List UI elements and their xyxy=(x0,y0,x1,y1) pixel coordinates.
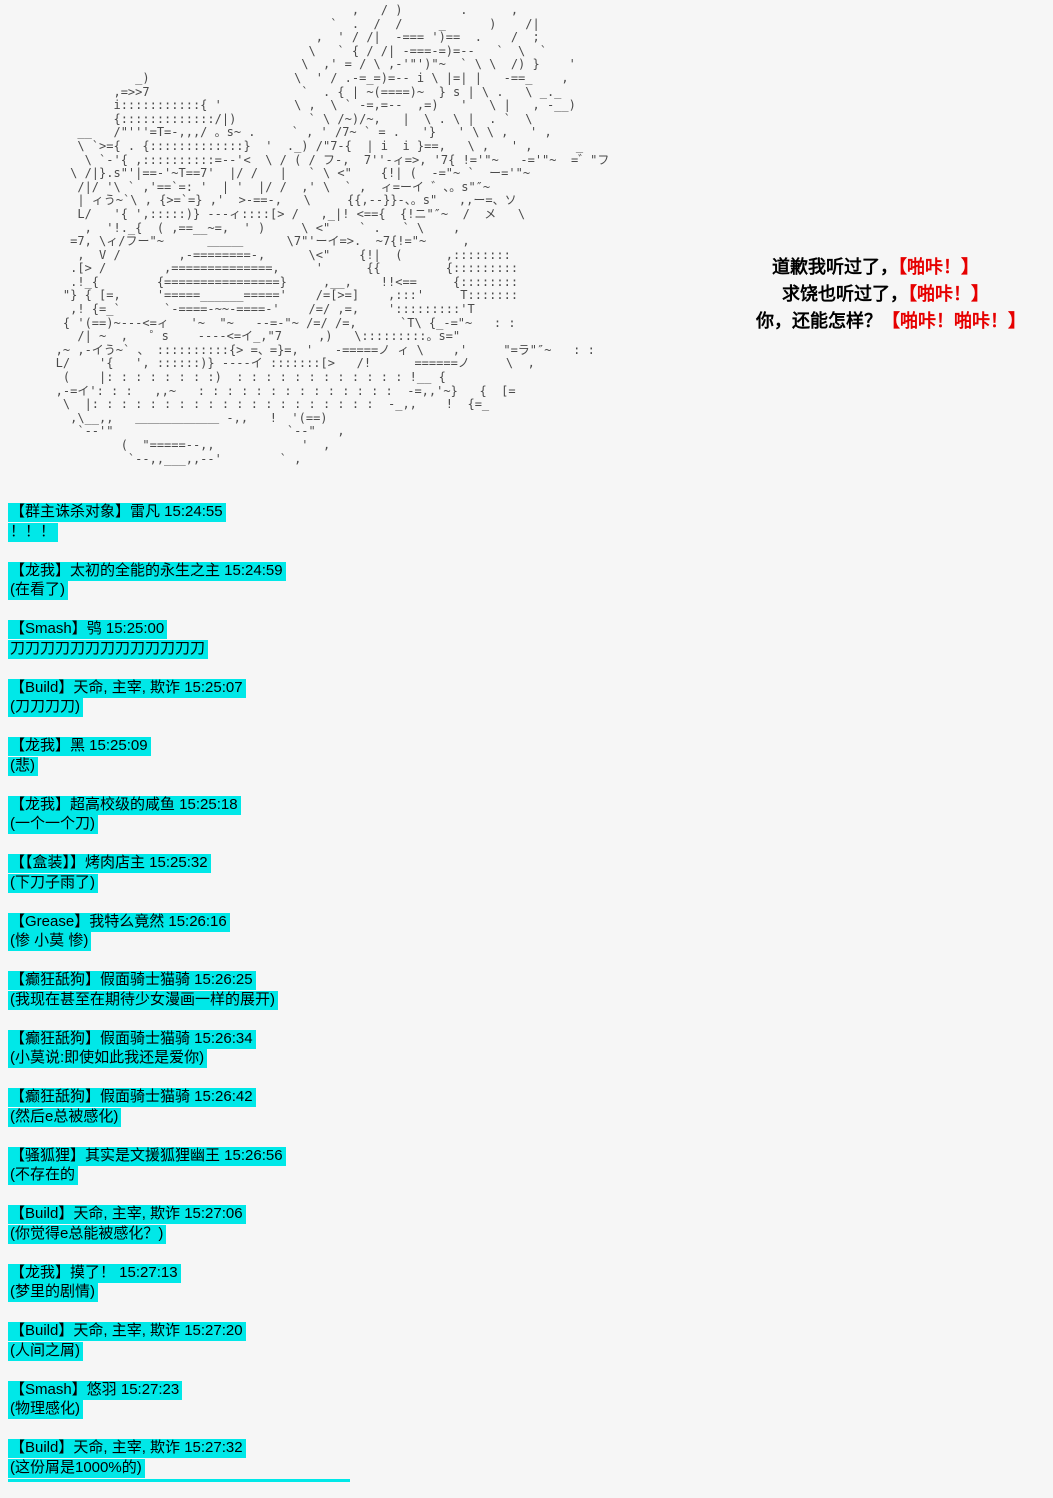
message-header: 【Build】天命, 主宰, 欺诈 15:27:06 xyxy=(8,1205,246,1224)
message-body: (小莫说:即使如此我还是爱你) xyxy=(8,1049,208,1068)
message-body: (然后e总被感化) xyxy=(8,1107,122,1127)
message-body: (人间之屑) xyxy=(8,1341,83,1361)
chat-message: 【Build】天命, 主宰, 欺诈 15:27:20 (人间之屑) xyxy=(8,1322,286,1361)
chat-message: 【龙我】太初的全能的永生之主 15:24:59 (在看了) xyxy=(8,561,286,601)
message-header: 【龙我】太初的全能的永生之主 15:24:59 xyxy=(8,561,286,581)
chat-message: 【Build】天命, 主宰, 欺诈 15:27:06 (你觉得e总能被感化？) xyxy=(8,1205,286,1244)
message-body: (不存在的 xyxy=(8,1166,78,1185)
message-header: 【Build】天命, 主宰, 欺诈 15:27:20 xyxy=(8,1322,246,1341)
dialogue-text: 你，还能怎样？ xyxy=(756,311,882,331)
chat-message: 【癫狂舐狗】假面骑士猫骑 15:26:42 (然后e总被感化) xyxy=(8,1088,286,1127)
dialogue-text: 求饶也听过了， xyxy=(782,284,908,304)
message-body: (惨 小莫 惨) xyxy=(8,932,92,951)
message-header: 【龙我】黑 15:25:09 xyxy=(8,737,151,756)
message-body: (刀刀刀刀) xyxy=(8,698,83,717)
dialogue-text: 道歉我听过了， xyxy=(772,257,898,277)
chat-message: 【Grease】我特么竟然 15:26:16 (惨 小莫 惨) xyxy=(8,912,286,952)
message-header: 【Build】天命, 主宰, 欺诈 15:27:32 xyxy=(8,1439,246,1458)
chat-message: 【Smash】悠羽 15:27:23 (物理感化) xyxy=(8,1380,286,1420)
message-header: 【癫狂舐狗】假面骑士猫骑 15:26:34 xyxy=(8,1029,256,1049)
chat-message: 【Build】天命, 主宰, 欺诈 15:27:32 (这份屑是1000%的) xyxy=(8,1439,286,1478)
message-header: 【【盒装】】烤肉店主 15:25:32 xyxy=(8,854,211,873)
message-header: 【Build】天命, 主宰, 欺诈 15:25:07 xyxy=(8,678,246,698)
chat-log: 【群主诛杀对象】雷凡 15:24:55 ！！！ 【龙我】太初的全能的永生之主 1… xyxy=(8,503,286,1498)
message-body: (我现在甚至在期待少女漫画一样的展开) xyxy=(8,990,278,1010)
message-body: (在看了) xyxy=(8,581,68,600)
message-body: (这份屑是1000%的) xyxy=(8,1458,145,1478)
dialogue-block: 道歉我听过了，【啪咔！】 求饶也听过了，【啪咔！】 你，还能怎样？【啪咔！啪咔！… xyxy=(756,254,1052,335)
message-header: 【Smash】鸮 15:25:00 xyxy=(8,620,168,639)
chat-message: 【群主诛杀对象】雷凡 15:24:55 ！！！ xyxy=(8,503,286,542)
chat-message: 【【盒装】】烤肉店主 15:25:32 (下刀子雨了) xyxy=(8,854,286,893)
message-body: (悲) xyxy=(8,756,38,776)
chat-message: 【Build】天命, 主宰, 欺诈 15:25:07 (刀刀刀刀) xyxy=(8,678,286,718)
dialogue-line: 你，还能怎样？【啪咔！啪咔！】 xyxy=(756,308,1052,335)
message-body: (梦里的剧情) xyxy=(8,1283,98,1302)
message-header: 【癫狂舐狗】假面骑士猫骑 15:26:25 xyxy=(8,971,256,990)
chat-message: 【龙我】超高校级的咸鱼 15:25:18 (一个一个刀) xyxy=(8,795,286,835)
message-body: (你觉得e总能被感化？) xyxy=(8,1224,167,1244)
dialogue-shout: 【啪咔！啪咔！】 xyxy=(882,311,1026,331)
message-body: 刀刀刀刀刀刀刀刀刀刀刀刀刀 xyxy=(8,639,209,659)
message-header: 【骚狐狸】其实是文援狐狸幽王 15:26:56 xyxy=(8,1146,286,1166)
chat-message: 【骚狐狸】其实是文援狐狸幽王 15:26:56 (不存在的 xyxy=(8,1146,286,1186)
dialogue-line: 道歉我听过了，【啪咔！】 xyxy=(772,254,1052,281)
message-body: (一个一个刀) xyxy=(8,815,98,834)
dialogue-shout: 【啪咔！】 xyxy=(898,257,979,277)
chat-message: 【龙我】摸了！ 15:27:13 (梦里的剧情) xyxy=(8,1263,286,1303)
dialogue-line: 求饶也听过了，【啪咔！】 xyxy=(782,281,1052,308)
message-header: 【龙我】摸了！ 15:27:13 xyxy=(8,1263,181,1283)
chat-message: 【癫狂舐狗】假面骑士猫骑 15:26:34 (小莫说:即使如此我还是爱你) xyxy=(8,1029,286,1069)
ascii-art: , / ) . , ` . / / _ ) /| , ' / /| -=== '… xyxy=(55,3,610,466)
message-body: ！！！ xyxy=(8,522,59,542)
message-header: 【龙我】超高校级的咸鱼 15:25:18 xyxy=(8,795,241,815)
message-body: (物理感化) xyxy=(8,1400,83,1419)
message-header: 【Smash】悠羽 15:27:23 xyxy=(8,1380,183,1400)
message-header: 【Grease】我特么竟然 15:26:16 xyxy=(8,912,230,932)
message-header: 【癫狂舐狗】假面骑士猫骑 15:26:42 xyxy=(8,1088,256,1107)
message-header: 【群主诛杀对象】雷凡 15:24:55 xyxy=(8,503,226,522)
next-message-cutoff xyxy=(8,1479,350,1482)
message-body: (下刀子雨了) xyxy=(8,873,98,893)
chat-message: 【Smash】鸮 15:25:00 刀刀刀刀刀刀刀刀刀刀刀刀刀 xyxy=(8,620,286,659)
chat-message: 【龙我】黑 15:25:09 (悲) xyxy=(8,737,286,776)
chat-message: 【癫狂舐狗】假面骑士猫骑 15:26:25 (我现在甚至在期待少女漫画一样的展开… xyxy=(8,971,286,1010)
dialogue-shout: 【啪咔！】 xyxy=(908,284,989,304)
